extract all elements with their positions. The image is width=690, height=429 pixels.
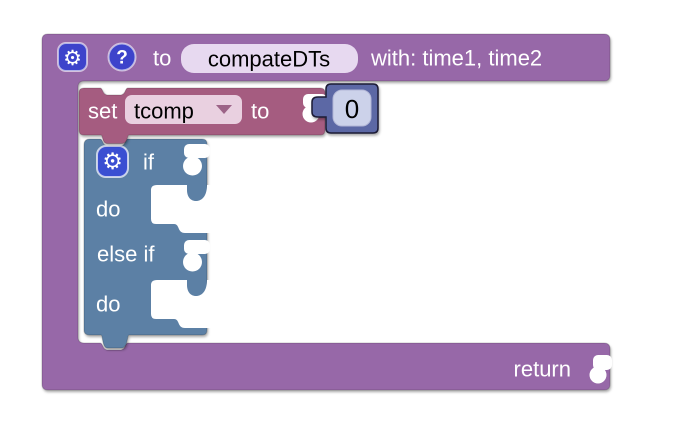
- return-value-socket: [589, 355, 612, 384]
- help-icon[interactable]: ?: [107, 42, 137, 72]
- number-value: 0: [345, 94, 359, 124]
- params-label: with: time1, time2: [370, 46, 542, 71]
- procedure-name-value: compateDTs: [208, 47, 330, 72]
- variable-dropdown-field[interactable]: tcomp: [125, 95, 242, 124]
- number-field[interactable]: 0: [332, 89, 372, 127]
- return-label: return: [514, 357, 571, 382]
- if-mutator-gear-icon[interactable]: ⚙: [96, 145, 129, 178]
- mutator-gear-icon[interactable]: ⚙: [57, 42, 88, 72]
- do-statement-slot-1: [151, 185, 211, 233]
- set-to-label: to: [251, 99, 269, 124]
- if-block[interactable]: ⚙ if do else if do: [83, 138, 211, 349]
- set-variable-block[interactable]: set tcomp to: [78, 87, 327, 144]
- else-if-label: else if: [97, 242, 155, 267]
- dropdown-arrow-icon: [216, 105, 232, 114]
- else-if-condition-socket: [183, 240, 210, 272]
- do-label-1: do: [96, 197, 120, 222]
- procedure-definition-block[interactable]: ⚙ ? to compateDTs with: time1, time2 ret…: [41, 33, 612, 391]
- procedure-block-body[interactable]: [41, 33, 611, 391]
- do-statement-slot-2: [151, 280, 211, 328]
- number-block[interactable]: 0: [311, 83, 379, 134]
- gear-glyph: ⚙: [102, 149, 123, 175]
- procedure-name-field[interactable]: compateDTs: [181, 44, 358, 73]
- if-label: if: [143, 150, 155, 175]
- do-label-2: do: [96, 292, 120, 317]
- if-condition-socket: [183, 144, 210, 176]
- gear-glyph: ⚙: [63, 46, 82, 70]
- help-glyph: ?: [116, 48, 128, 69]
- variable-name-value: tcomp: [134, 99, 194, 124]
- set-label: set: [88, 99, 117, 124]
- to-label: to: [153, 46, 171, 71]
